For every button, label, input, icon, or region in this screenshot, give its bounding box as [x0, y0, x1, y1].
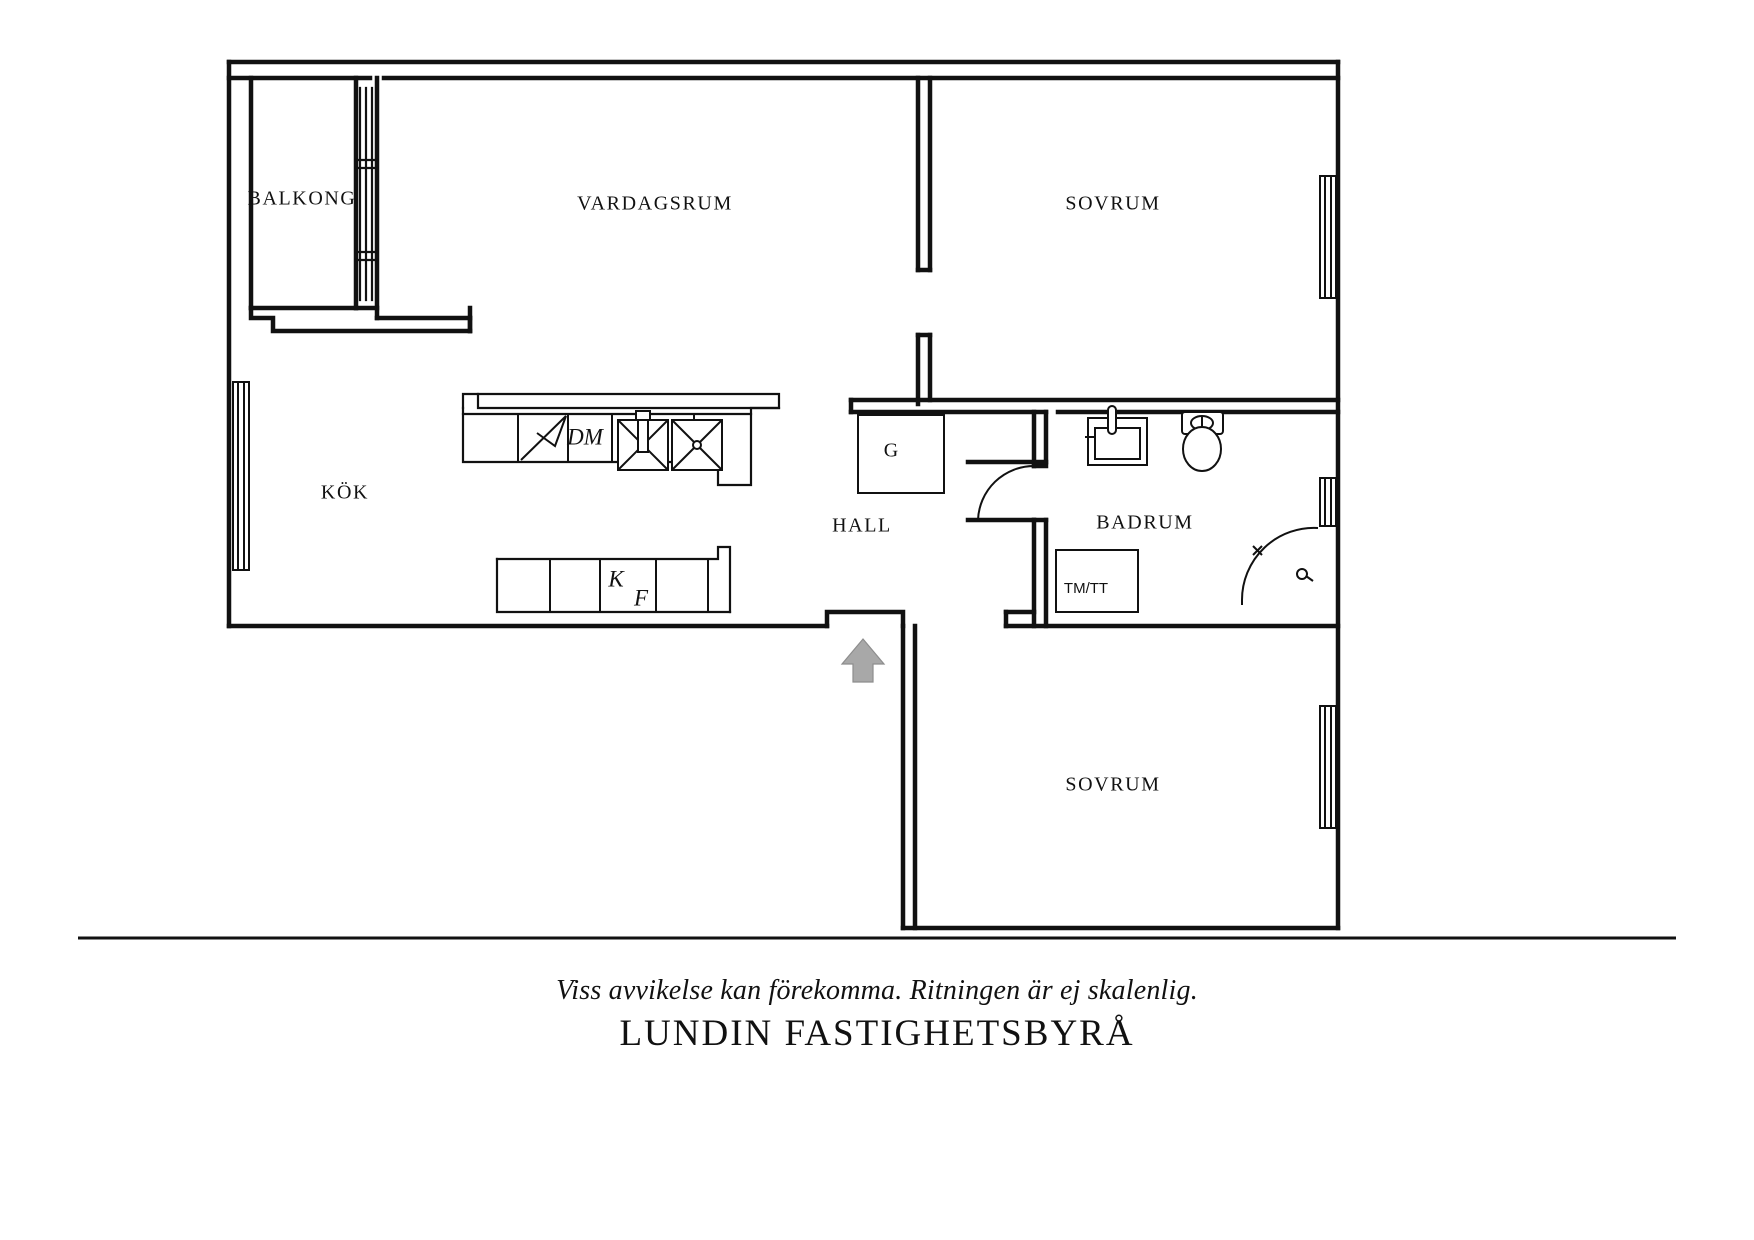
freezer-label: F: [633, 585, 649, 610]
room-label-sovrum-top: SOVRUM: [1065, 193, 1160, 215]
disclaimer-text: Viss avvikelse kan förekomma. Ritningen …: [556, 975, 1198, 1006]
entrance-arrow-icon: [840, 638, 886, 683]
exterior-walls: [226, 59, 1341, 931]
wall-entry-jamb: [824, 609, 906, 629]
stove-icon: [520, 415, 567, 461]
window-badrum-right: [1319, 477, 1337, 527]
badrum-door: [977, 462, 1035, 521]
counter-upper-top-edge: [461, 392, 781, 410]
window-kok-left: [232, 381, 250, 571]
kitchen-lower-counter: K F: [495, 545, 732, 614]
room-label-balkong: BALKONG: [248, 188, 357, 210]
hall-closet: G: [857, 414, 945, 494]
interior-walls: [226, 75, 1341, 931]
bathroom-fixtures: TM/TT: [977, 405, 1319, 613]
window-sovrum-bottom-right: [1319, 705, 1337, 829]
closet-box: [857, 414, 945, 494]
badrum-right-door: [1240, 526, 1319, 605]
windows: [232, 175, 1337, 829]
counter-upper-outline: [461, 392, 781, 487]
balcony-door-rails: [354, 158, 379, 262]
room-label-badrum: BADRUM: [1096, 512, 1193, 534]
window-sovrum-top-right: [1319, 175, 1337, 299]
room-label-hall: HALL: [832, 515, 892, 537]
kitchen-upper-counter: DM: [461, 392, 781, 487]
room-label-sovrum-bottom: SOVRUM: [1065, 774, 1160, 796]
counter-lower-outline: [495, 557, 732, 614]
company-name: LUNDIN FASTIGHETSBYRÅ: [619, 1013, 1135, 1054]
toilet-icon: [1181, 411, 1224, 472]
washer-dryer-box: TM/TT: [1055, 549, 1139, 613]
room-label-kok: KÖK: [321, 481, 369, 504]
kitchen-sink-icon: [617, 419, 723, 471]
faucet-icon: [635, 410, 651, 453]
wash-basin-icon: [1085, 405, 1148, 466]
room-labels: BALKONG VARDAGSRUM SOVRUM KÖK HALL BADRU…: [248, 188, 1193, 796]
counter-lower-top-edge: [495, 545, 732, 614]
fridge-label: K: [607, 566, 625, 591]
closet-label: G: [884, 440, 898, 462]
room-label-vardagsrum: VARDAGSRUM: [577, 193, 733, 215]
washer-dryer-label: TM/TT: [1064, 580, 1108, 597]
balcony-door-mullions: [358, 86, 374, 302]
dishwasher-label: DM: [566, 424, 605, 449]
